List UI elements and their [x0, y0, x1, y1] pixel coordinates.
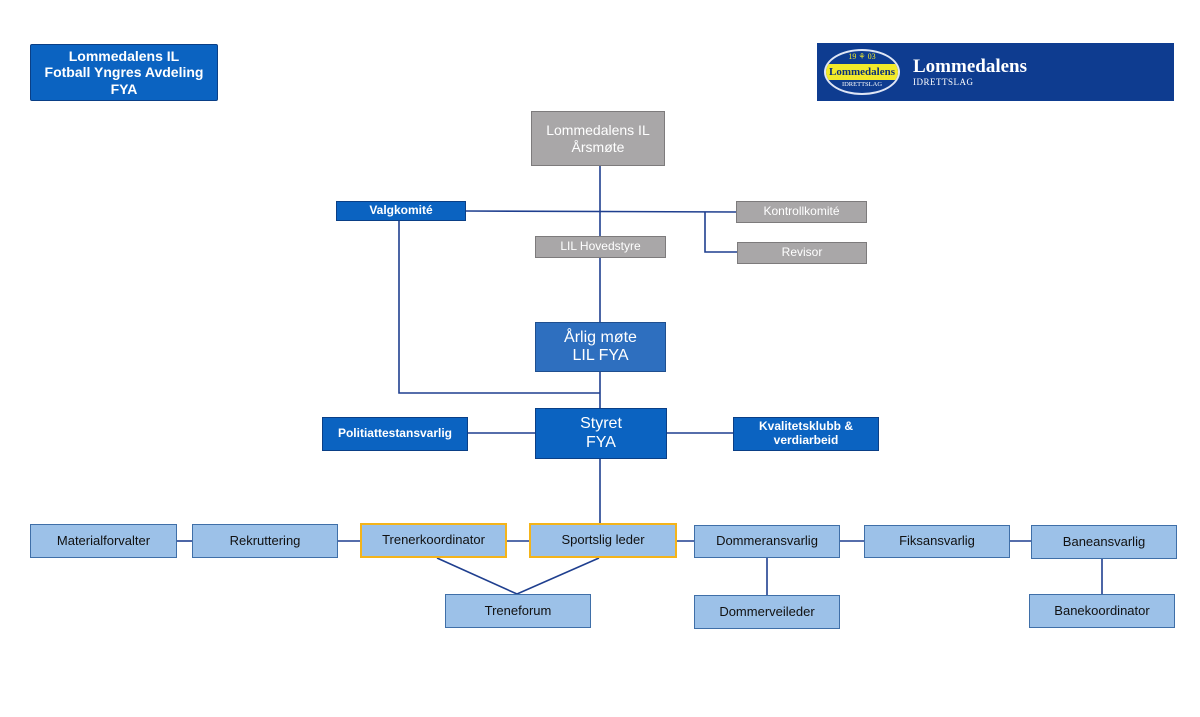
node-treneforum: Treneforum — [445, 594, 591, 628]
node-arsmote: Lommedalens IL Årsmøte — [531, 111, 665, 166]
node-fiksansvarlig: Fiksansvarlig — [864, 525, 1010, 558]
node-kontrollkomite: Kontrollkomité — [736, 201, 867, 223]
org-title-box: Lommedalens IL Fotball Yngres Avdeling F… — [30, 44, 218, 101]
node-sportslig-leder: Sportslig leder — [529, 523, 677, 558]
node-arlig-mote: Årlig møte LIL FYA — [535, 322, 666, 372]
node-revisor: Revisor — [737, 242, 867, 264]
node-hovedstyre: LIL Hovedstyre — [535, 236, 666, 258]
line-treneforum — [436, 557, 600, 595]
node-dommeransvarlig: Dommeransvarlig — [694, 525, 840, 558]
badge-sub: IDRETTSLAG — [841, 81, 883, 88]
badge-name: Lommedalens — [826, 64, 898, 80]
line-valgkomite-kontrollkomite — [465, 210, 737, 213]
node-materialforvalter: Materialforvalter — [30, 524, 177, 558]
logo-tagline: IDRETTSLAG — [913, 77, 974, 87]
club-logo: 19 ⚘ 03 Lommedalens IDRETTSLAG Lommedale… — [817, 43, 1174, 101]
node-kvalitetsklubb: Kvalitetsklubb & verdiarbeid — [733, 417, 879, 451]
logo-name: Lommedalens — [913, 56, 1027, 77]
node-valgkomite: Valgkomité — [336, 201, 466, 221]
node-baneansvarlig: Baneansvarlig — [1031, 525, 1177, 559]
line-revisor — [704, 212, 737, 253]
badge-year: 19 ⚘ 03 — [848, 52, 876, 61]
node-dommerveileder: Dommerveileder — [694, 595, 840, 629]
club-badge-emblem: 19 ⚘ 03 Lommedalens IDRETTSLAG — [824, 49, 900, 95]
node-rekruttering: Rekruttering — [192, 524, 338, 558]
node-banekoordinator: Banekoordinator — [1029, 594, 1175, 628]
line-valgkomite-styret — [398, 221, 600, 394]
node-styret: Styret FYA — [535, 408, 667, 459]
node-politiattestansvarlig: Politiattestansvarlig — [322, 417, 468, 451]
node-trenerkoordinator: Trenerkoordinator — [360, 523, 507, 558]
